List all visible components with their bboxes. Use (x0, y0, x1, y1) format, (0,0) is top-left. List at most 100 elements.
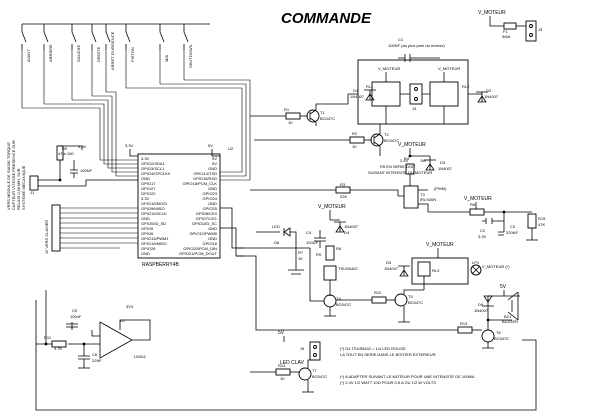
rpi-left-pin: GPIO6 (141, 231, 154, 236)
junctions (44, 154, 506, 346)
svg-text:C2: C2 (480, 228, 486, 233)
svg-text:U2: U2 (228, 146, 234, 151)
svg-text:R15: R15 (538, 216, 546, 221)
switch-label: SHUTDOWN (188, 44, 193, 68)
svg-text:(PWM): (PWM) (434, 186, 447, 191)
transistor-t2: R2 1K T2 BC547C (254, 124, 399, 156)
svg-text:1K: 1K (288, 120, 293, 125)
svg-text:1N4007: 1N4007 (344, 224, 359, 229)
svg-text:BC547C: BC547C (320, 116, 335, 121)
rpi-right-pin: GPIO15/RXD (193, 176, 217, 181)
svg-text:5V: 5V (500, 284, 507, 290)
rpi-left-pin: GPIO9/MISO (141, 206, 165, 211)
pwm-stage: V_MOTEUR 2,4V 1W R5 EN SERIE DOIT SUIVAN… (250, 142, 453, 212)
svg-text:BZ1: BZ1 (504, 314, 512, 319)
motor-relay-block: C1 100NF (au plus près du moteur) V_MOTE… (348, 37, 499, 125)
svg-text:LED CLAV: LED CLAV (280, 360, 304, 366)
svg-text:T5: T5 (408, 294, 413, 299)
svg-text:R9: R9 (316, 252, 322, 257)
switch-label: ARRET D'URGENCE (110, 31, 115, 70)
svg-text:22NF: 22NF (92, 358, 102, 363)
svg-text:5/6A: 5/6A (502, 34, 511, 39)
rpi-left-pin: GND (141, 251, 150, 256)
rpi-left-pin: GPIO22 (141, 191, 156, 196)
motor-supply-connector: V_MOTEUR F1 5/6A J3 (478, 10, 543, 42)
rpi-right-pin: GND (208, 226, 217, 231)
svg-text:47K: 47K (538, 222, 545, 227)
svg-text:R12: R12 (374, 290, 382, 295)
rpi-left-pin: GPIO0/ID_SD (141, 221, 166, 226)
svg-text:V_MOTEUR: V_MOTEUR (464, 196, 492, 202)
svg-text:D4: D4 (344, 230, 350, 235)
svg-text:R13: R13 (460, 321, 468, 326)
rpi-right-pin: GPIO24 (203, 196, 218, 201)
rpi-right-pin: GPIO16 (203, 241, 218, 246)
rpi-right-pin: GPIO21/PCM_DOUT (179, 251, 218, 256)
rpi-left-pin: GPIO27 (141, 186, 156, 191)
svg-text:4.7K: 4.7K (54, 346, 63, 351)
rpi-left-pin: 3.3V (141, 196, 150, 201)
rpi-right-pin: 5V (212, 161, 217, 166)
rpi-right-pin: GPIO23 (203, 191, 218, 196)
svg-text:T3: T3 (420, 192, 425, 197)
transistor-t1: R1 1K T1 BC547C (250, 94, 349, 126)
svg-text:100NF: 100NF (80, 168, 93, 173)
rpi-left-pin: GND (141, 176, 150, 181)
svg-text:D9: D9 (478, 302, 484, 307)
svg-text:C3: C3 (510, 224, 516, 229)
svg-text:BC547C: BC547C (312, 374, 327, 379)
svg-text:T4: T4 (336, 296, 341, 301)
svg-text:C6: C6 (92, 352, 98, 357)
svg-text:R7: R7 (298, 250, 304, 255)
svg-text:R0: R0 (62, 146, 68, 151)
rpi-name: RASPBERRY4B (142, 262, 180, 268)
svg-text:C4: C4 (306, 230, 312, 235)
svg-text:3.3V: 3.3V (478, 234, 487, 239)
svg-text:J2 VERS CLAVIER: J2 VERS CLAVIER (44, 220, 49, 254)
svg-text:V_MOTEUR: V_MOTEUR (478, 10, 506, 16)
led-ir-stage: V_MOTEUR LED D6 C4 100UF 1N4007 D4 R8 R9… (236, 204, 359, 317)
svg-text:5V: 5V (208, 143, 213, 148)
switch-label: GAUCHE (76, 45, 81, 62)
keypad-connector: J2 VERS CLAVIER (44, 204, 138, 254)
svg-text:V_MOTEUR: V_MOTEUR (318, 204, 346, 210)
svg-text:1N4007: 1N4007 (484, 94, 499, 99)
svg-text:3V3: 3V3 (126, 304, 134, 309)
svg-text:LED: LED (272, 224, 280, 229)
svg-text:C1: C1 (398, 37, 404, 42)
svg-text:100nF: 100nF (70, 314, 82, 319)
svg-text:R14: R14 (278, 363, 286, 368)
svg-text:V_MOTEUR: V_MOTEUR (378, 66, 400, 71)
svg-text:47 à 100: 47 à 100 (58, 151, 74, 156)
rpi-right-pin: GPIO20/PCM_DIN (183, 246, 217, 251)
svg-text:100UF: 100UF (306, 240, 319, 245)
rpi-left-pin: GND (141, 216, 150, 221)
rpi-right-pin: 5V (212, 156, 217, 161)
svg-text:BC547C: BC547C (336, 302, 351, 307)
svg-text:TSUS6402: TSUS6402 (338, 266, 358, 271)
rpi-left-pin: GPIO3/SCL1 (141, 166, 165, 171)
rpi-right-pin: GPIO18/PCM_CLK (183, 181, 218, 186)
raspberry-pi-module: 3,3V 5V U2 3.3VGPIO2/SDA1GPIO3/SCL1GPIO4… (125, 143, 244, 268)
svg-text:LP1: LP1 (472, 260, 480, 265)
svg-text:220NF: 220NF (506, 230, 519, 235)
svg-text:V_MOTEUR: V_MOTEUR (438, 66, 460, 71)
rpi-left-pin: GPIO10/MOSI (141, 201, 167, 206)
svg-text:3,3V: 3,3V (78, 144, 87, 149)
rpi-left-pin: GPIO4/GPCLK0 (141, 171, 171, 176)
footnotes: (*) D4 TSUS6402 = 1/4 LED ROUGE LA TOUT … (340, 346, 475, 385)
svg-text:2,4V: 2,4V (400, 158, 409, 163)
keyboard-led-stage: 5V J5 LED CLAV R14 1K T7 BC547C (250, 330, 327, 393)
svg-text:R5 EN SERIE DOIT: R5 EN SERIE DOIT (380, 164, 416, 169)
rpi-right-pin: GND (208, 166, 217, 171)
svg-text:V_MOTEUR (*): V_MOTEUR (*) (482, 264, 510, 269)
svg-text:(*) A ADAPTER SUIVANT LE MOTEU: (*) A ADAPTER SUIVANT LE MOTEUR POUR UNE… (340, 374, 475, 379)
svg-text:R2: R2 (352, 131, 358, 136)
svg-text:1N4007: 1N4007 (350, 94, 365, 99)
regulator-stage: V_MOTEUR R6 C2 3.3V C3 220NF R15 47K (428, 196, 546, 241)
svg-text:100NF (au plus près du moteur): 100NF (au plus près du moteur) (388, 43, 445, 48)
svg-text:RELAIS 0,5KM/H, SUR: RELAIS 0,5KM/H, SUR (16, 168, 21, 210)
svg-text:BC547C: BC547C (494, 336, 509, 341)
svg-text:IRLS40N: IRLS40N (420, 197, 436, 202)
svg-text:1N4007: 1N4007 (474, 308, 489, 313)
